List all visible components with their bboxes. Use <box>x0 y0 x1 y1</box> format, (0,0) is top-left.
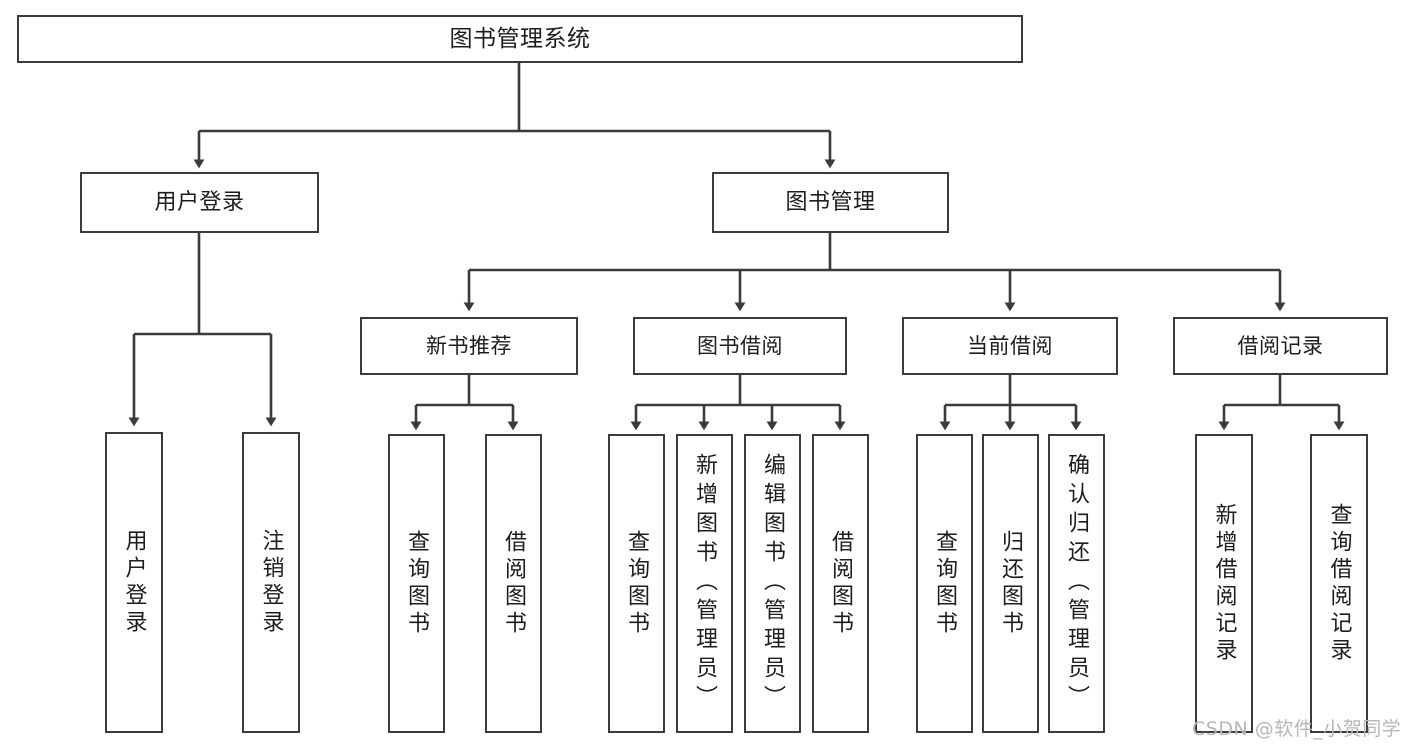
leaf-book-borrow-edit-book-admin[interactable]: 编辑图书（管理员） <box>744 434 801 733</box>
node-label: 用户登录 <box>121 528 147 637</box>
node-label: 借阅图书 <box>501 529 527 638</box>
node-borrow-record[interactable]: 借阅记录 <box>1173 317 1388 375</box>
leaf-user-login-login[interactable]: 用户登录 <box>105 432 163 733</box>
node-label: 编辑图书（管理员） <box>760 453 786 714</box>
node-label: 归还图书 <box>998 529 1024 638</box>
node-root-book-management-system[interactable]: 图书管理系统 <box>17 15 1023 63</box>
leaf-current-borrow-query-book[interactable]: 查询图书 <box>916 434 973 733</box>
node-current-borrow[interactable]: 当前借阅 <box>902 317 1118 375</box>
node-label: 查询图书 <box>404 529 430 638</box>
node-label: 新增图书（管理员） <box>692 453 718 714</box>
node-label: 借阅记录 <box>1237 333 1324 358</box>
node-book-borrow[interactable]: 图书借阅 <box>633 317 847 375</box>
node-label: 新增借阅记录 <box>1211 502 1237 665</box>
watermark-text: CSDN @软件_小贺同学 <box>1192 718 1402 740</box>
node-label: 图书管理系统 <box>449 25 591 52</box>
node-label: 图书借阅 <box>697 333 783 358</box>
node-label: 确认归还（管理员） <box>1064 453 1090 714</box>
node-label: 图书管理 <box>785 189 876 215</box>
leaf-new-book-borrow-book[interactable]: 借阅图书 <box>485 434 542 733</box>
leaf-new-book-query-book[interactable]: 查询图书 <box>388 434 445 733</box>
leaf-user-login-logout[interactable]: 注销登录 <box>242 432 300 733</box>
node-label: 用户登录 <box>154 189 245 215</box>
node-label: 借阅图书 <box>828 529 854 638</box>
node-new-book-recommend[interactable]: 新书推荐 <box>360 317 578 375</box>
leaf-current-borrow-return-book[interactable]: 归还图书 <box>982 434 1039 733</box>
leaf-current-borrow-confirm-return-admin[interactable]: 确认归还（管理员） <box>1048 434 1105 733</box>
node-label: 注销登录 <box>258 528 284 637</box>
leaf-book-borrow-borrow-book[interactable]: 借阅图书 <box>812 434 869 733</box>
node-label: 当前借阅 <box>967 333 1053 358</box>
node-user-login[interactable]: 用户登录 <box>80 172 319 233</box>
leaf-book-borrow-query-book[interactable]: 查询图书 <box>608 434 665 733</box>
leaf-borrow-record-add-record[interactable]: 新增借阅记录 <box>1195 434 1253 733</box>
node-label: 查询借阅记录 <box>1326 502 1352 665</box>
node-label: 查询图书 <box>624 529 650 638</box>
leaf-book-borrow-add-book-admin[interactable]: 新增图书（管理员） <box>676 434 733 733</box>
leaf-borrow-record-query-record[interactable]: 查询借阅记录 <box>1310 434 1368 733</box>
node-label: 查询图书 <box>932 529 958 638</box>
node-label: 新书推荐 <box>426 333 512 358</box>
node-book-management[interactable]: 图书管理 <box>712 172 949 233</box>
